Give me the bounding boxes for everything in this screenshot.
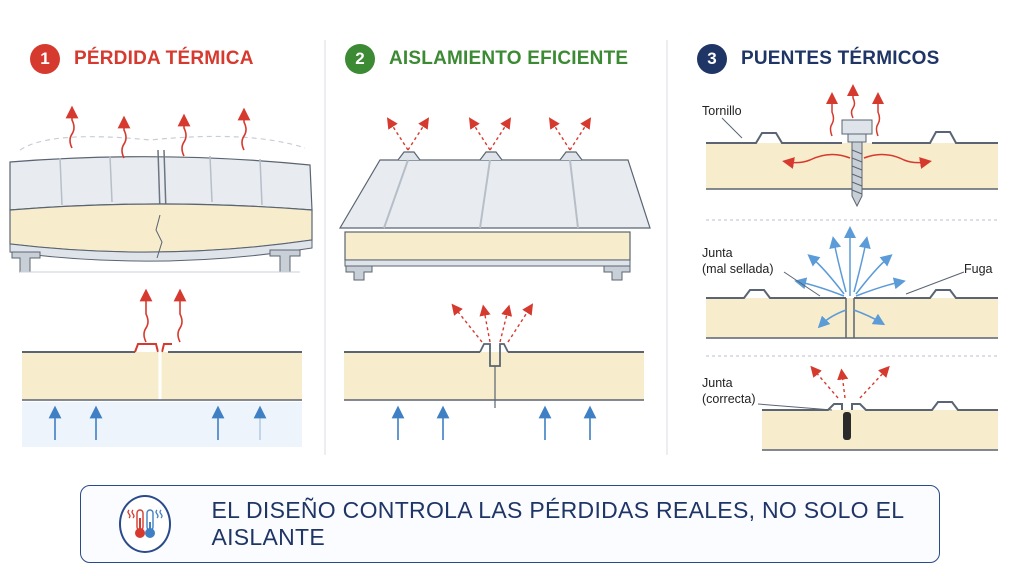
leaky-joint-detail [706, 289, 998, 339]
label-mal-sellada: (mal sellada) [702, 262, 774, 276]
leader-fuga [905, 271, 965, 295]
screw-heat-arrows [782, 84, 932, 169]
section-header-1: 1 PÉRDIDA TÉRMICA [30, 42, 254, 76]
footer-banner: EL DISEÑO CONTROLA LAS PÉRDIDAS REALES, … [80, 485, 940, 563]
reflected-heat-arrows [386, 117, 592, 151]
label-correcta: (correcta) [702, 392, 756, 406]
cold-arrows-1 [48, 405, 267, 440]
leader-tornillo [721, 117, 743, 139]
sealed-joint-arrows [810, 365, 890, 399]
section-header-3: 3 PUENTES TÉRMICOS [697, 42, 940, 76]
heat-loss-arrows-top [65, 105, 251, 159]
section-number-badge: 1 [30, 44, 60, 74]
section-header-2: 2 AISLAMIENTO EFICIENTE [345, 42, 628, 76]
section-number-badge: 2 [345, 44, 375, 74]
cold-arrows-2 [391, 405, 597, 440]
footer-message: EL DISEÑO CONTROLA LAS PÉRDIDAS REALES, … [211, 497, 904, 550]
label-junta-correcta: Junta [702, 376, 733, 390]
section2-cross-section [344, 343, 644, 408]
label-junta-mal: Junta [702, 246, 733, 260]
panel-curved-3d [9, 135, 313, 273]
panel-flat-3d [338, 151, 651, 281]
section1-cross-section [22, 343, 302, 447]
screw-detail [706, 119, 998, 208]
section-title: AISLAMIENTO EFICIENTE [389, 48, 629, 69]
sealed-joint-detail [762, 401, 998, 451]
section-number-badge: 3 [697, 44, 727, 74]
heat-escape-arrows [139, 288, 187, 343]
air-leak-arrows [794, 226, 906, 329]
label-fuga: Fuga [964, 262, 993, 276]
minor-heat-arrows [451, 303, 534, 343]
leader-junta-correcta [757, 403, 833, 411]
section-title: PUENTES TÉRMICOS [741, 48, 940, 69]
label-tornillo: Tornillo [702, 104, 742, 118]
section-title: PÉRDIDA TÉRMICA [74, 48, 254, 69]
leader-junta [783, 271, 821, 297]
thermometer-icon [119, 495, 172, 553]
